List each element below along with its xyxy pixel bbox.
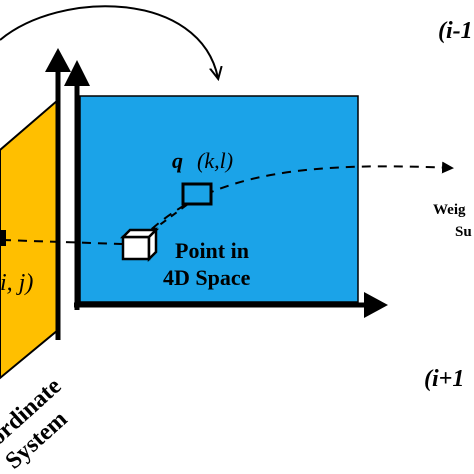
bottom-right-index: (i+1 (424, 366, 464, 392)
arrow-head-icon (364, 292, 388, 318)
dashed-weight-curve (139, 161, 454, 241)
weight-label-line2: Su (455, 224, 472, 240)
top-right-index: (i-1 (438, 18, 473, 44)
q-point-box (181, 182, 213, 206)
left-tick-mark (0, 230, 6, 246)
curved-transition-arrow (0, 5, 218, 78)
arrow-head-icon (64, 60, 90, 86)
dashed-link-line (149, 203, 189, 233)
dashed-projection-line (1, 239, 123, 245)
cube-icon (119, 226, 160, 263)
left-coordinates: i, j) (0, 270, 33, 296)
point-label-line1: Point in (175, 238, 249, 263)
point-label-line2: 4D Space (163, 265, 251, 290)
q-symbol: q (172, 148, 183, 173)
q-coordinates: (k,l) (197, 148, 233, 173)
blue-feature-plane (79, 95, 359, 303)
orange-coordinate-plane (0, 97, 59, 380)
arrow-head-icon (45, 48, 71, 72)
weight-label-line1: Weig (433, 202, 466, 218)
